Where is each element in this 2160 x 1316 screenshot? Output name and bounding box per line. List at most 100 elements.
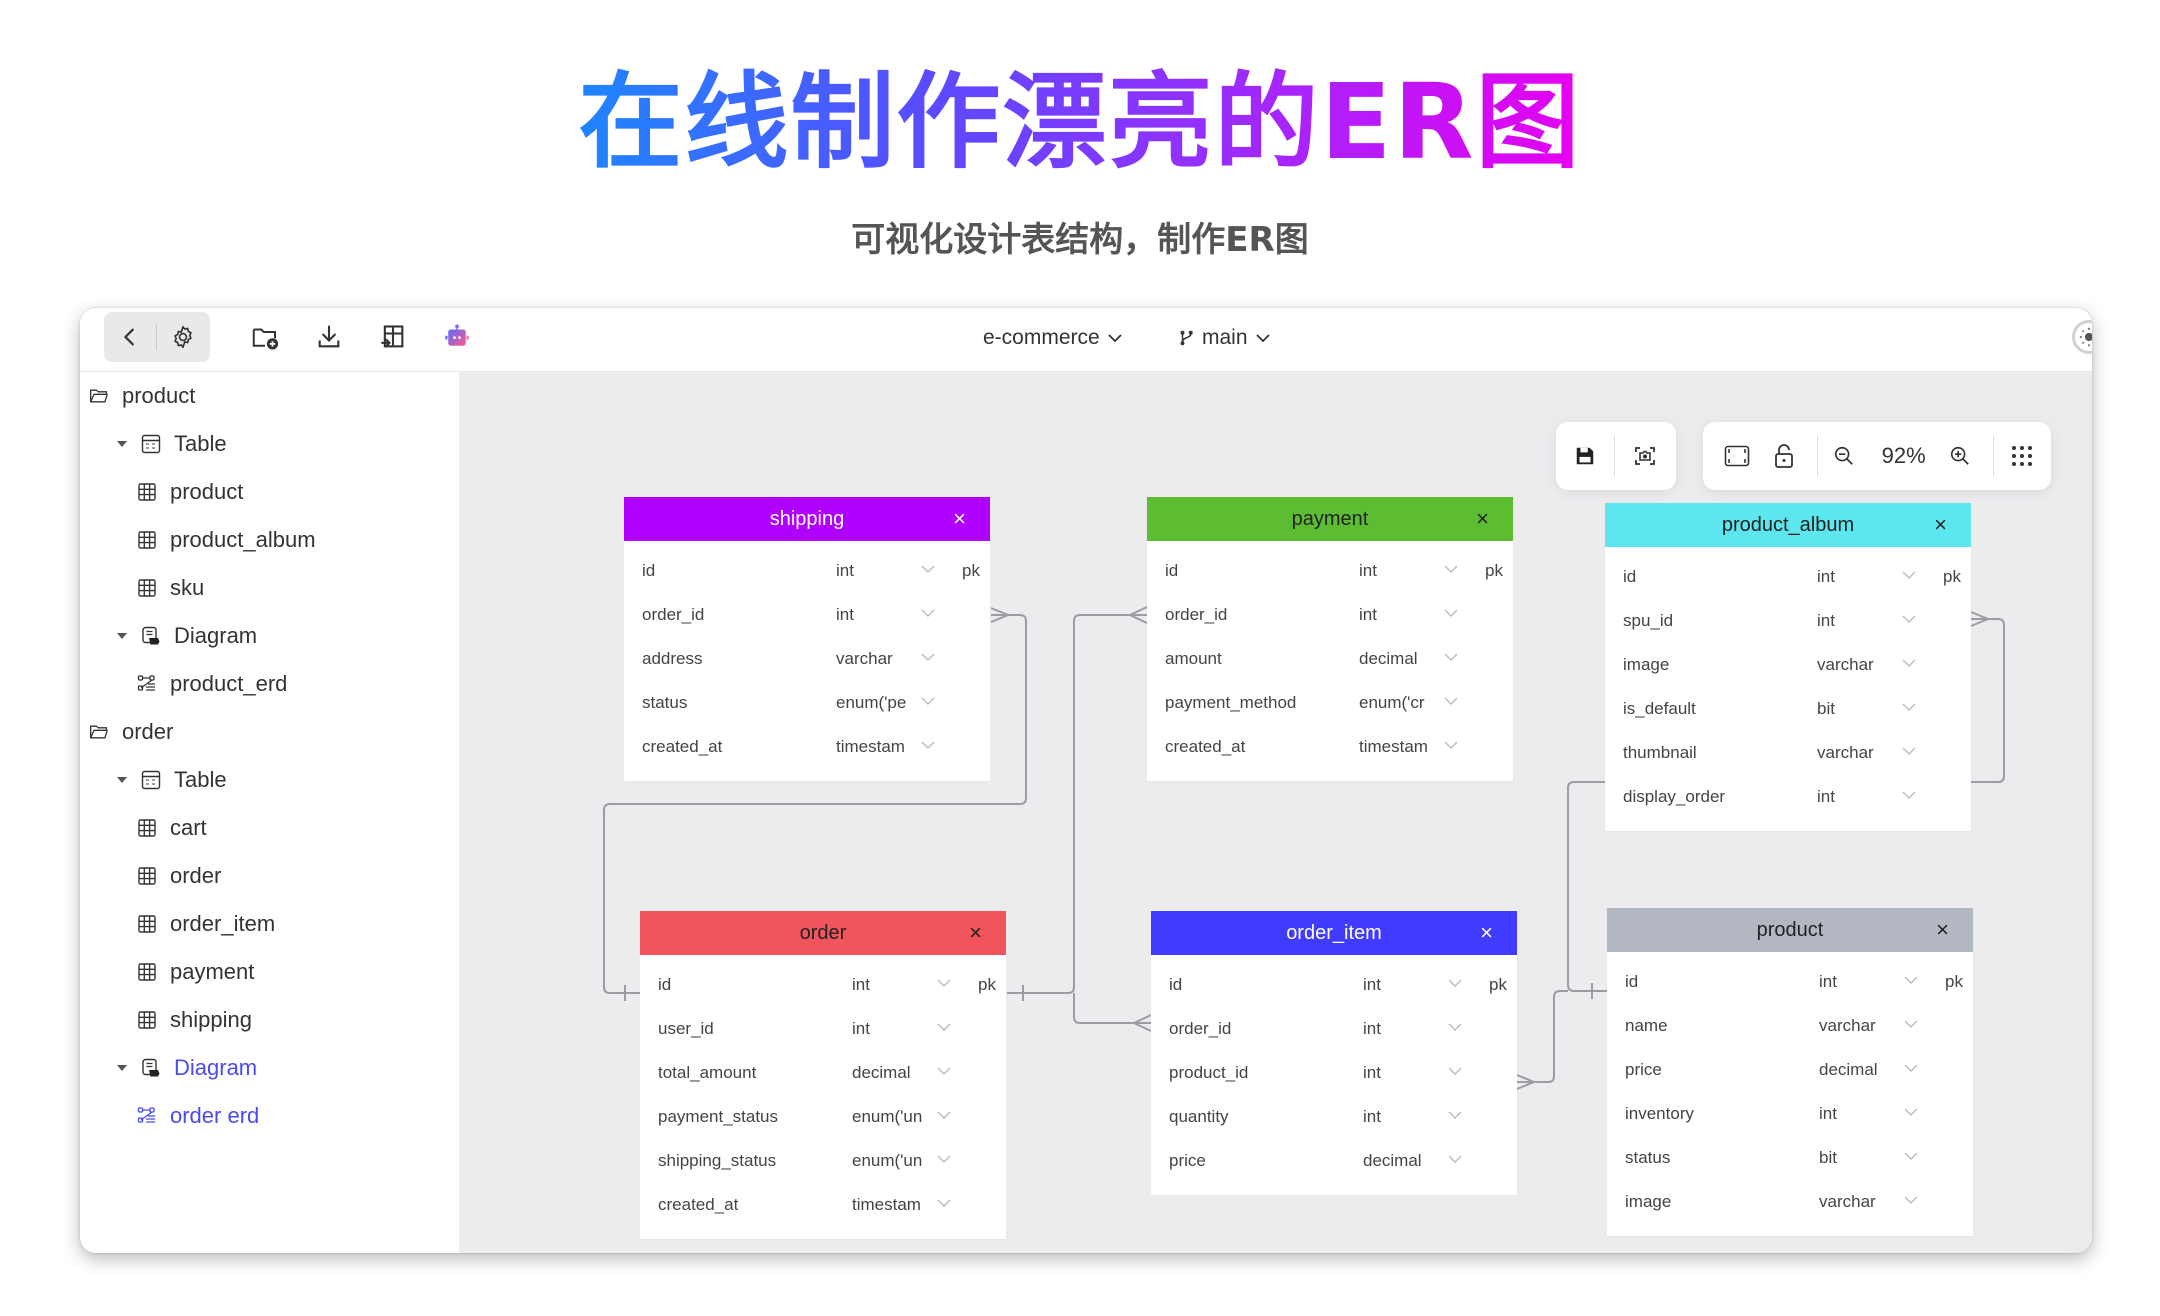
back-button[interactable] — [104, 312, 156, 362]
table-header[interactable]: product × — [1607, 908, 1973, 952]
caret-down-icon[interactable] — [116, 1064, 128, 1072]
table-header[interactable]: product_album × — [1605, 503, 1971, 547]
tree-group-diagram-active[interactable]: Diagram — [116, 1048, 257, 1088]
save-button[interactable] — [1556, 422, 1614, 490]
tree-table-order-item[interactable]: order_item — [136, 904, 275, 944]
chevron-down-icon[interactable] — [1447, 1063, 1463, 1079]
chevron-down-icon[interactable] — [920, 605, 936, 621]
lock-button[interactable] — [1762, 422, 1805, 490]
caret-down-icon[interactable] — [116, 440, 128, 448]
chevron-down-icon[interactable] — [920, 649, 936, 665]
chevron-down-icon[interactable] — [1903, 1192, 1919, 1208]
tree-diagram-product-erd[interactable]: product_erd — [136, 664, 287, 704]
close-icon[interactable]: × — [1936, 917, 1949, 942]
close-icon[interactable]: × — [953, 506, 966, 531]
tree-group-table[interactable]: Table — [116, 760, 227, 800]
chevron-down-icon[interactable] — [920, 693, 936, 709]
tree-table-product[interactable]: product — [136, 472, 243, 512]
chevron-down-icon[interactable] — [1903, 972, 1919, 988]
chevron-down-icon[interactable] — [936, 1107, 952, 1123]
caret-down-icon[interactable] — [116, 776, 128, 784]
table-header[interactable]: payment × — [1147, 497, 1513, 541]
close-icon[interactable]: × — [969, 920, 982, 945]
chevron-down-icon[interactable] — [920, 561, 936, 577]
chevron-down-icon[interactable] — [1901, 611, 1917, 627]
chevron-down-icon[interactable] — [1901, 743, 1917, 759]
fit-screen-button[interactable] — [1711, 422, 1762, 490]
more-button[interactable] — [1994, 422, 2051, 490]
tree-group-table[interactable]: Table — [116, 424, 227, 464]
chevron-down-icon[interactable] — [936, 1019, 952, 1035]
new-folder-button[interactable] — [248, 320, 282, 354]
chevron-down-icon[interactable] — [1443, 649, 1459, 665]
chevron-down-icon[interactable] — [1903, 1016, 1919, 1032]
tree-table-payment[interactable]: payment — [136, 952, 254, 992]
tree-table-shipping[interactable]: shipping — [136, 1000, 252, 1040]
chevron-down-icon[interactable] — [1903, 1060, 1919, 1076]
chevron-down-icon[interactable] — [1901, 787, 1917, 803]
close-icon[interactable]: × — [1476, 506, 1489, 531]
chevron-down-icon[interactable] — [1901, 567, 1917, 583]
branch-select[interactable]: main — [1178, 322, 1272, 354]
chevron-down-icon[interactable] — [1447, 1019, 1463, 1035]
tree-folder-order[interactable]: order — [88, 712, 173, 752]
tree-table-sku[interactable]: sku — [136, 568, 204, 608]
chevron-down-icon[interactable] — [1443, 561, 1459, 577]
chevron-down-icon[interactable] — [1901, 655, 1917, 671]
close-icon[interactable]: × — [1480, 920, 1493, 945]
tree-table-cart[interactable]: cart — [136, 808, 207, 848]
tree-table-product-album[interactable]: product_album — [136, 520, 316, 560]
screenshot-button[interactable] — [1615, 422, 1675, 490]
tree-table-order[interactable]: order — [136, 856, 221, 896]
chevron-down-icon[interactable] — [936, 1195, 952, 1211]
close-icon[interactable]: × — [1934, 512, 1947, 537]
caret-down-icon[interactable] — [116, 632, 128, 640]
project-select[interactable]: e-commerce — [983, 322, 1124, 354]
chevron-down-icon[interactable] — [1443, 737, 1459, 753]
chevron-down-icon[interactable] — [1443, 693, 1459, 709]
import-table-button[interactable] — [376, 320, 410, 354]
zoom-out-button[interactable] — [1818, 422, 1869, 490]
chevron-down-icon[interactable] — [936, 1151, 952, 1167]
chevron-down-icon[interactable] — [920, 737, 936, 753]
table-header[interactable]: shipping × — [624, 497, 990, 541]
tree-folder-product[interactable]: product — [88, 376, 195, 416]
settings-button[interactable] — [157, 312, 209, 362]
chevron-down-icon[interactable] — [936, 975, 952, 991]
chevron-down-icon[interactable] — [1447, 1107, 1463, 1123]
chevron-down-icon[interactable] — [936, 1063, 952, 1079]
